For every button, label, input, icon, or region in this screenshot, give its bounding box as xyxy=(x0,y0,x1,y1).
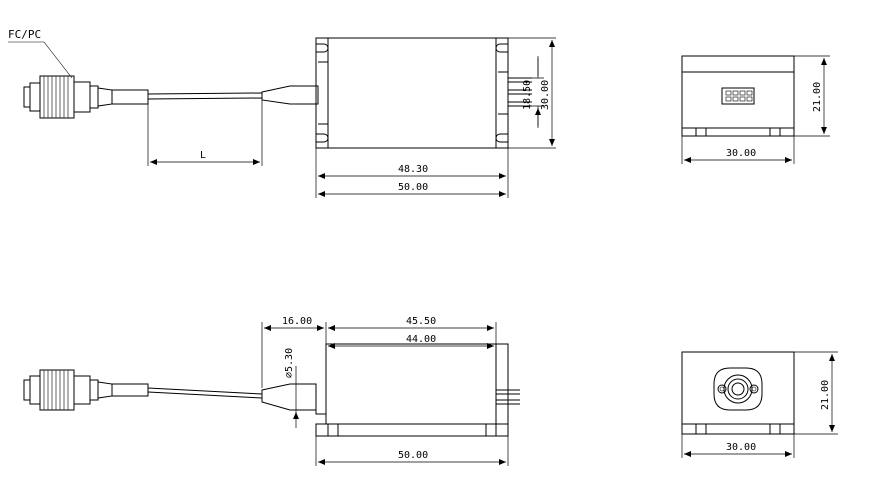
fiber-diameter-label: ∅5.30 xyxy=(284,348,295,378)
fiber-boot-side xyxy=(261,383,317,411)
fiber-length-label: L xyxy=(200,150,206,161)
pin-socket xyxy=(721,87,755,105)
pins-top xyxy=(508,77,532,107)
pins-side xyxy=(496,389,520,405)
base-length-label: 50.00 xyxy=(398,450,428,461)
body-length-label: 44.00 xyxy=(406,334,436,345)
lead-length-label: 16.00 xyxy=(282,316,312,327)
fc-pc-connector xyxy=(23,75,149,119)
end-width-bottom-label: 30.00 xyxy=(726,442,756,453)
fiber-boot xyxy=(261,85,319,105)
fiber-cable xyxy=(147,92,263,100)
end-view-bottom: 30.00 21.00 xyxy=(681,351,838,458)
fc-flange xyxy=(713,367,763,411)
fiber-cable-side xyxy=(147,387,263,399)
pin-spacing-label: 18.50 xyxy=(522,80,533,110)
overall-label: 45.50 xyxy=(406,316,436,327)
end-view-top: 30.00 21.00 xyxy=(681,55,830,164)
connector-leader xyxy=(8,41,73,79)
end-width-top-label: 30.00 xyxy=(726,148,756,159)
side-view: 16.00 45.50 44.00 ∅5.30 50.00 xyxy=(23,316,520,466)
end-height-bottom-label: 21.00 xyxy=(820,380,831,410)
top-view: FC/PC xyxy=(8,28,556,198)
module-body-side xyxy=(315,343,509,437)
end-height-top-label: 21.00 xyxy=(812,82,823,112)
fc-pc-connector-side xyxy=(23,369,149,411)
outer-width-label: 50.00 xyxy=(398,182,428,193)
inner-width-label: 48.30 xyxy=(398,164,428,175)
connector-label: FC/PC xyxy=(8,28,41,41)
body-height-label: 30.00 xyxy=(540,80,551,110)
module-body-top xyxy=(315,37,509,149)
